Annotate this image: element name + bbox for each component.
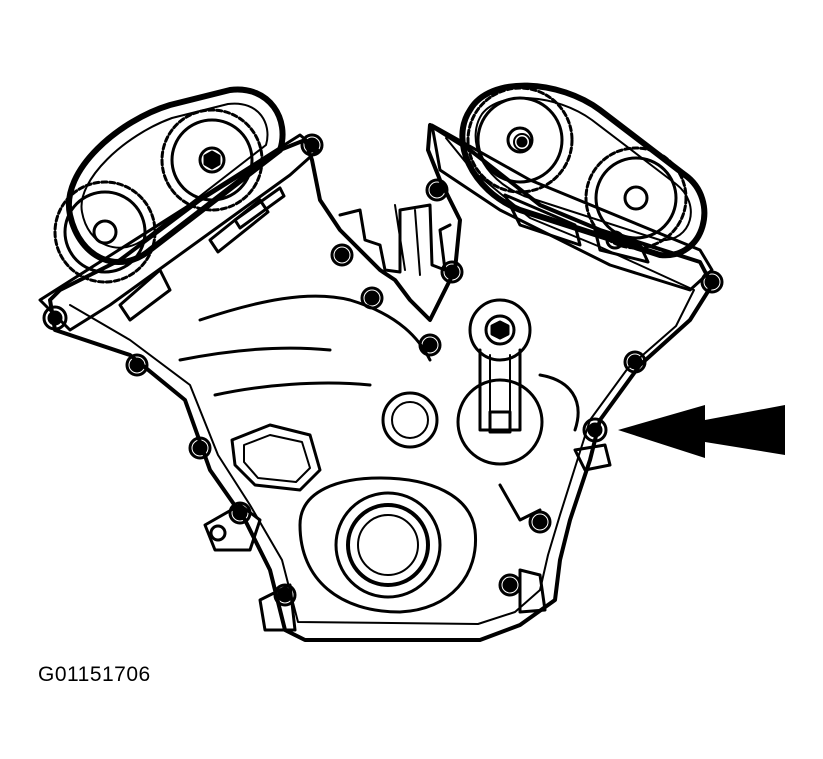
right-cam-sprocket-lower (584, 146, 688, 250)
cover-bolt (228, 501, 252, 525)
cover-bolt (418, 333, 442, 357)
right-rail-plate (430, 123, 714, 292)
cover-bolt (440, 260, 464, 284)
cover-bolts (42, 133, 724, 607)
cover-bolt (582, 417, 608, 443)
chain-tensioner (456, 298, 580, 466)
left-timing-chain (65, 86, 286, 266)
cover-bolt (330, 243, 354, 267)
cover-bolt (188, 436, 212, 460)
figure-id-label: G01151706 (38, 663, 151, 686)
cover-bolt (623, 350, 647, 374)
cover-bolt (300, 133, 324, 157)
oil-passage-port (230, 423, 322, 492)
cover-bolt (360, 286, 384, 310)
crankshaft-seal (298, 476, 478, 614)
cover-bolt (42, 305, 68, 331)
right-cam-sprocket-upper (466, 86, 574, 194)
timing-cover-outline (48, 123, 714, 642)
center-casting (178, 203, 452, 449)
cover-bolt (528, 510, 552, 534)
indicator-arrow-icon (618, 405, 785, 458)
cover-bolt (125, 353, 149, 377)
cover-bolt (273, 583, 297, 607)
cover-bolt (700, 270, 724, 294)
cover-bolt (425, 178, 449, 202)
cover-bolt (498, 573, 522, 597)
left-rail-plate (38, 133, 320, 332)
cover-bolt (513, 133, 531, 151)
engine-front-cover-diagram (38, 82, 785, 642)
